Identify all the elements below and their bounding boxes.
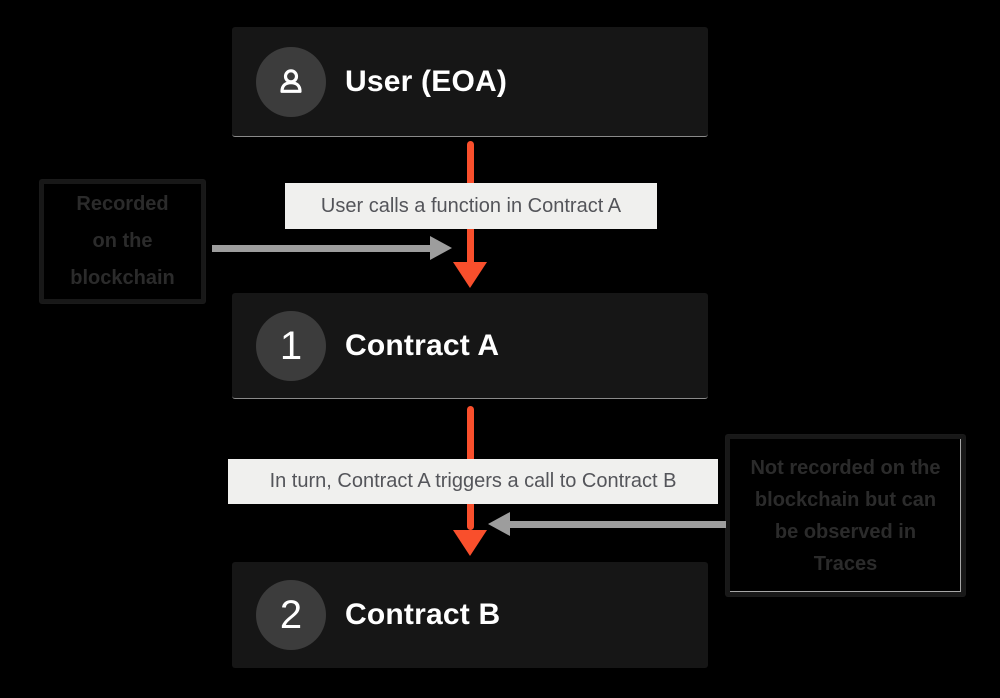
contract-b-number: 2 — [279, 593, 303, 637]
node-contract-a: 1 Contract A — [232, 293, 708, 399]
gray-arrow-left-line — [212, 245, 432, 252]
callout-not-recorded-traces: Not recorded on the blockchain but can b… — [726, 435, 965, 596]
node-contract-b-label: Contract B — [345, 598, 501, 631]
user-avatar — [256, 46, 326, 117]
node-contract-b: 2 Contract B — [232, 562, 708, 668]
contract-a-number: 1 — [279, 323, 303, 368]
node-contract-a-label: Contract A — [345, 328, 500, 362]
contract-a-badge: 1 — [256, 310, 326, 381]
callout-right-line: blockchain but can — [754, 488, 937, 511]
user-icon — [280, 68, 302, 93]
arrow-contract-a-to-b-head — [453, 530, 487, 556]
gray-arrow-left-head — [430, 236, 452, 260]
callout-recorded-on-blockchain: Recorded on the blockchain — [40, 180, 205, 303]
callout-right-line: be observed in — [774, 520, 917, 543]
callout-right-line: Not recorded on the — [750, 456, 941, 479]
gray-arrow-right-line — [508, 521, 726, 528]
edge-label-contract-a-triggers: In turn, Contract A triggers a call to C… — [228, 459, 718, 504]
callout-left-line: on the — [92, 230, 153, 252]
callout-left-line: blockchain — [70, 267, 175, 289]
arrow-user-to-contract-a-head — [453, 262, 487, 288]
node-user-label: User (EOA) — [345, 64, 508, 98]
edge-label-user-calls: User calls a function in Contract A — [285, 183, 657, 229]
callout-left-line: Recorded — [76, 193, 169, 215]
contract-b-badge: 2 — [256, 580, 326, 650]
callout-right-line: Traces — [813, 552, 878, 575]
node-user-eoa: User (EOA) — [232, 27, 708, 137]
gray-arrow-right-head — [488, 512, 510, 536]
